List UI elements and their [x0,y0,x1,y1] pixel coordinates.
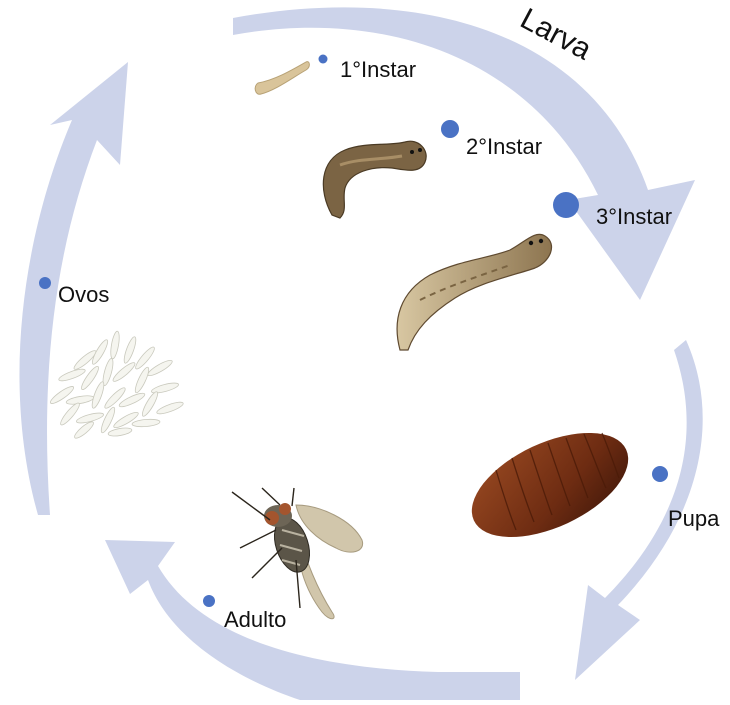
dot-instar-2 [441,120,459,138]
dot-instar-3 [553,192,579,218]
arrow-adult [105,540,520,700]
label-instar-3: 3°Instar [596,204,672,229]
dot-pupa [652,466,668,482]
dot-eggs [39,277,51,289]
dot-instar-1 [319,55,328,64]
label-instar-2: 2°Instar [466,134,542,159]
larva-2-icon [323,141,426,218]
cycle-arrows [19,7,702,700]
pupa-icon [456,411,644,558]
label-pupa: Pupa [668,506,720,531]
larva-3-icon [397,234,551,350]
fly-icon [232,488,363,619]
dot-adult [203,595,215,607]
larva-1-icon [255,62,309,95]
label-eggs: Ovos [58,282,109,307]
label-adult: Adulto [224,607,286,632]
arrow-larva [233,7,695,300]
label-instar-1: 1°Instar [340,57,416,82]
eggs-icon [49,331,185,441]
